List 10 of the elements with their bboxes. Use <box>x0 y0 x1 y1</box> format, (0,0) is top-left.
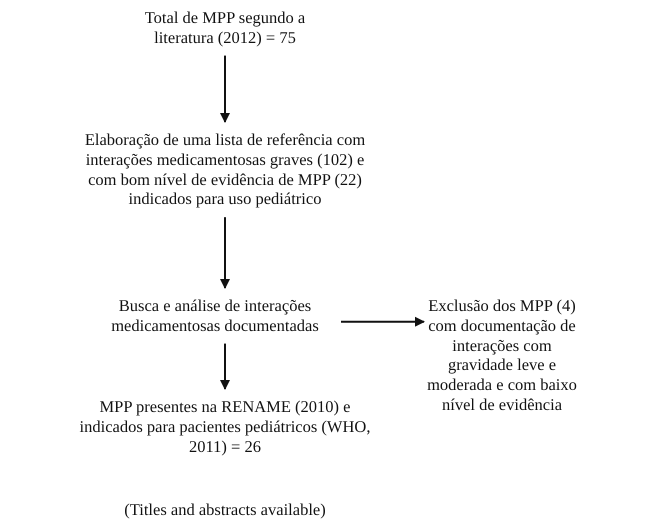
flow-step-text: Total de MPP segundo a literatura (2012) = 75 <box>120 8 330 48</box>
flow-step-text: Busca e análise de interações medicamentosas documentadas <box>90 296 340 336</box>
arrow <box>220 56 230 123</box>
flow-step-text: Exclusão dos MPP (4) com documentação de interações com gravidade leve e moderada e com baixo nível de evidência <box>427 296 577 415</box>
arrow <box>220 217 230 289</box>
note-text: (Titles and abstracts available) <box>123 500 327 520</box>
arrow <box>220 344 230 390</box>
flow-step-text: Elaboração de uma lista de referência com interações medicamentosas graves (102) e com bom nível de evidência de MPP (22) indicados para uso pediátrico <box>75 130 375 210</box>
arrow <box>341 316 425 327</box>
flow-step-text: MPP presentes na RENAME (2010) e indicados para pacientes pediátricos (WHO, 2011) = 26 <box>75 397 375 456</box>
